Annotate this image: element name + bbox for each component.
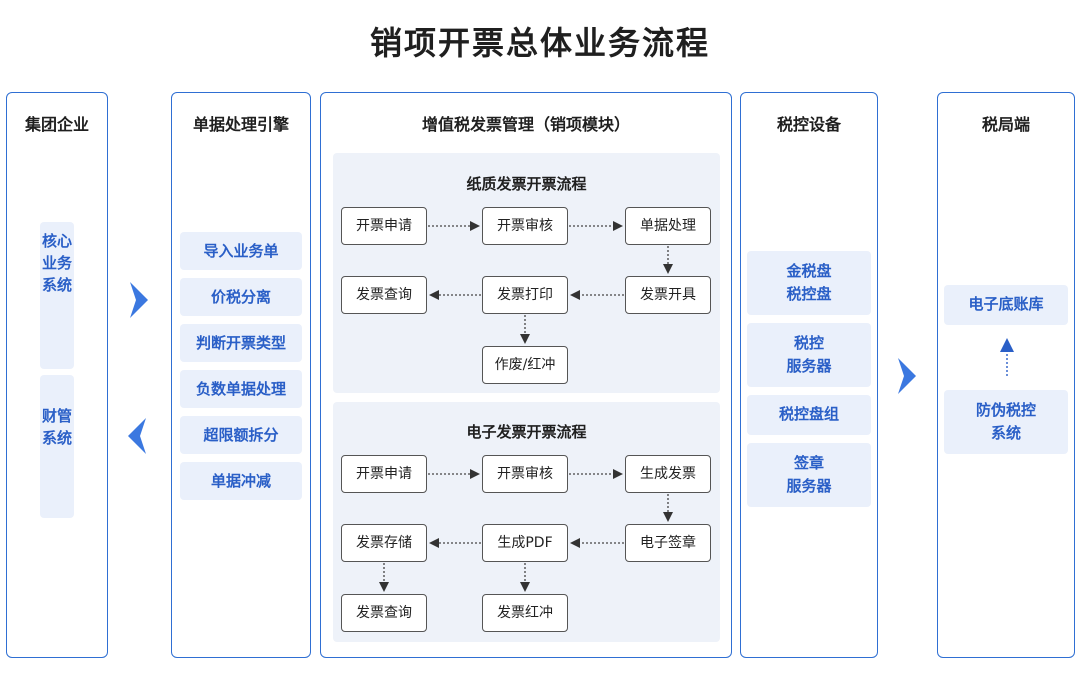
device-tax-group-label: 税控盘组 — [778, 405, 839, 423]
device-tax-server-line1: 税控 — [793, 334, 824, 352]
e-node-generate: 生成发票 — [625, 455, 711, 493]
device-sign-server-line1: 签章 — [793, 454, 824, 472]
bureau-anti-fake-line2: 系统 — [990, 424, 1021, 442]
bureau-anti-fake: 防伪税控 系统 — [944, 390, 1068, 454]
engine-item-over-limit: 超限额拆分 — [180, 416, 302, 454]
paper-node-review: 开票审核 — [482, 207, 568, 245]
core-business-system-label: 核心业务系统 — [41, 232, 72, 294]
e-node-review: 开票审核 — [482, 455, 568, 493]
paper-node-apply: 开票申请 — [341, 207, 427, 245]
e-node-sign: 电子签章 — [625, 524, 711, 562]
device-sign-server: 签章 服务器 — [747, 443, 871, 507]
arrow-up-icon — [1000, 338, 1014, 378]
column-bureau: 税局端 电子底账库 防伪税控 系统 — [937, 92, 1075, 658]
finance-system: 财管系统 — [40, 375, 74, 518]
bureau-ledger: 电子底账库 — [944, 285, 1068, 325]
column-group-title: 集团企业 — [24, 115, 89, 134]
engine-item-offset: 单据冲减 — [180, 462, 302, 500]
e-node-query: 发票查询 — [341, 594, 427, 632]
e-node-apply: 开票申请 — [341, 455, 427, 493]
device-tax-server-line2: 服务器 — [786, 357, 832, 375]
e-node-red: 发票红冲 — [482, 594, 568, 632]
chevron-right-icon — [898, 358, 916, 394]
chevron-left-icon — [128, 418, 146, 454]
engine-item-import: 导入业务单 — [180, 232, 302, 270]
paper-node-void: 作废/红冲 — [482, 346, 568, 384]
column-bureau-title: 税局端 — [981, 115, 1030, 134]
column-device: 税控设备 金税盘 税控盘 税控 服务器 税控盘组 签章 服务器 — [740, 92, 878, 658]
page-title: 销项开票总体业务流程 — [369, 24, 710, 62]
finance-system-label: 财管系统 — [41, 407, 72, 447]
paper-node-print: 发票打印 — [482, 276, 568, 314]
chevron-right-icon — [130, 282, 148, 318]
device-sign-server-line2: 服务器 — [786, 477, 832, 495]
e-node-pdf: 生成PDF — [482, 524, 568, 562]
column-engine-title: 单据处理引擎 — [192, 115, 289, 134]
paper-node-query: 发票查询 — [341, 276, 427, 314]
paper-node-process: 单据处理 — [625, 207, 711, 245]
device-golden-tax-line2: 税控盘 — [786, 285, 832, 303]
column-group: 集团企业 核心业务系统 财管系统 — [6, 92, 108, 658]
column-device-title: 税控设备 — [776, 115, 841, 134]
device-golden-tax-line1: 金税盘 — [786, 262, 832, 280]
paper-invoice-title: 纸质发票开票流程 — [466, 175, 587, 193]
device-tax-server: 税控 服务器 — [747, 323, 871, 387]
engine-item-negative: 负数单据处理 — [180, 370, 302, 408]
engine-item-invoice-type: 判断开票类型 — [180, 324, 302, 362]
paper-node-issue: 发票开具 — [625, 276, 711, 314]
e-node-store: 发票存储 — [341, 524, 427, 562]
engine-item-tax-separation: 价税分离 — [180, 278, 302, 316]
column-engine: 单据处理引擎 导入业务单 价税分离 判断开票类型 负数单据处理 超限额拆分 单据… — [171, 92, 311, 658]
device-golden-tax: 金税盘 税控盘 — [747, 251, 871, 315]
core-business-system: 核心业务系统 — [40, 222, 74, 369]
bureau-anti-fake-line1: 防伪税控 — [975, 401, 1036, 419]
column-vat-title: 增值税发票管理（销项模块） — [421, 115, 630, 134]
column-vat: 增值税发票管理（销项模块） 纸质发票开票流程 电子发票开票流程 — [320, 92, 732, 658]
electronic-invoice-title: 电子发票开票流程 — [466, 423, 587, 441]
bureau-ledger-label: 电子底账库 — [968, 295, 1044, 313]
device-tax-group: 税控盘组 — [747, 395, 871, 435]
